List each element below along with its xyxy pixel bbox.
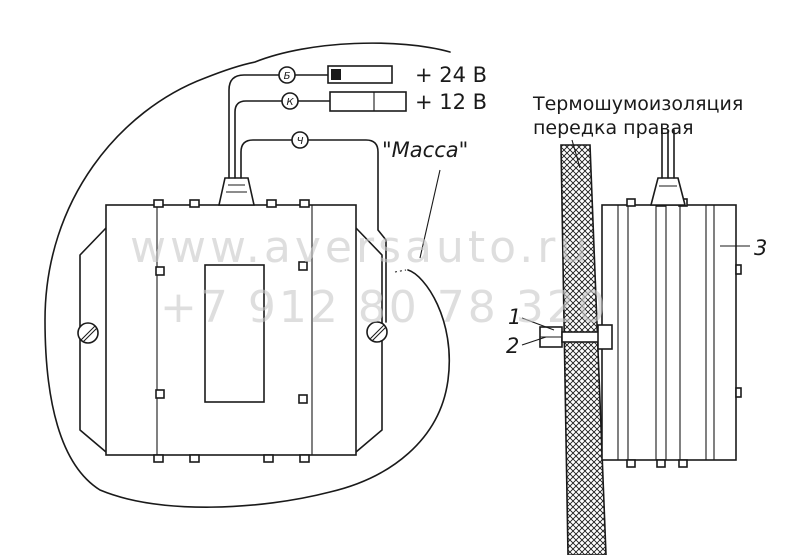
wiring: [228, 74, 387, 323]
insulation-leader: [571, 139, 581, 169]
svg-text:Ч: Ч: [297, 136, 304, 147]
insulation-panel: [560, 144, 607, 555]
device-side-view: [539, 129, 742, 555]
massa-leader: [419, 169, 441, 259]
svg-text:К: К: [286, 97, 294, 108]
watermark-url: www.aversauto.ru: [130, 222, 591, 273]
wire-marker-ch: Ч: [291, 131, 309, 149]
watermark-phone: +7 912 80 78 320: [160, 282, 609, 333]
mounting-bolt: [539, 324, 613, 350]
callout-1: 1: [508, 305, 521, 329]
callout-2: 2: [506, 334, 519, 358]
label-plus-24v: + 24 В: [415, 63, 487, 87]
label-insulation-line2: передка правая: [533, 117, 694, 139]
label-massa: "Масса": [382, 138, 468, 162]
svg-text:Б: Б: [284, 71, 291, 82]
connector-24v: [327, 65, 393, 84]
mounting-screw-right: [366, 321, 388, 343]
callout-3: 3: [754, 236, 767, 260]
callout-1-leader: [521, 317, 555, 331]
connector-12v: [329, 91, 407, 112]
wire-marker-b: Б: [278, 66, 296, 84]
wire-marker-k: К: [281, 92, 299, 110]
mounting-screw-left: [77, 322, 99, 344]
device-front-view: [77, 177, 388, 463]
label-insulation-line1: Термошумоизоляция: [532, 93, 743, 115]
boundary-outline: [44, 42, 451, 508]
callout-2-leader: [521, 336, 547, 346]
label-plus-12v: + 12 В: [415, 90, 487, 114]
